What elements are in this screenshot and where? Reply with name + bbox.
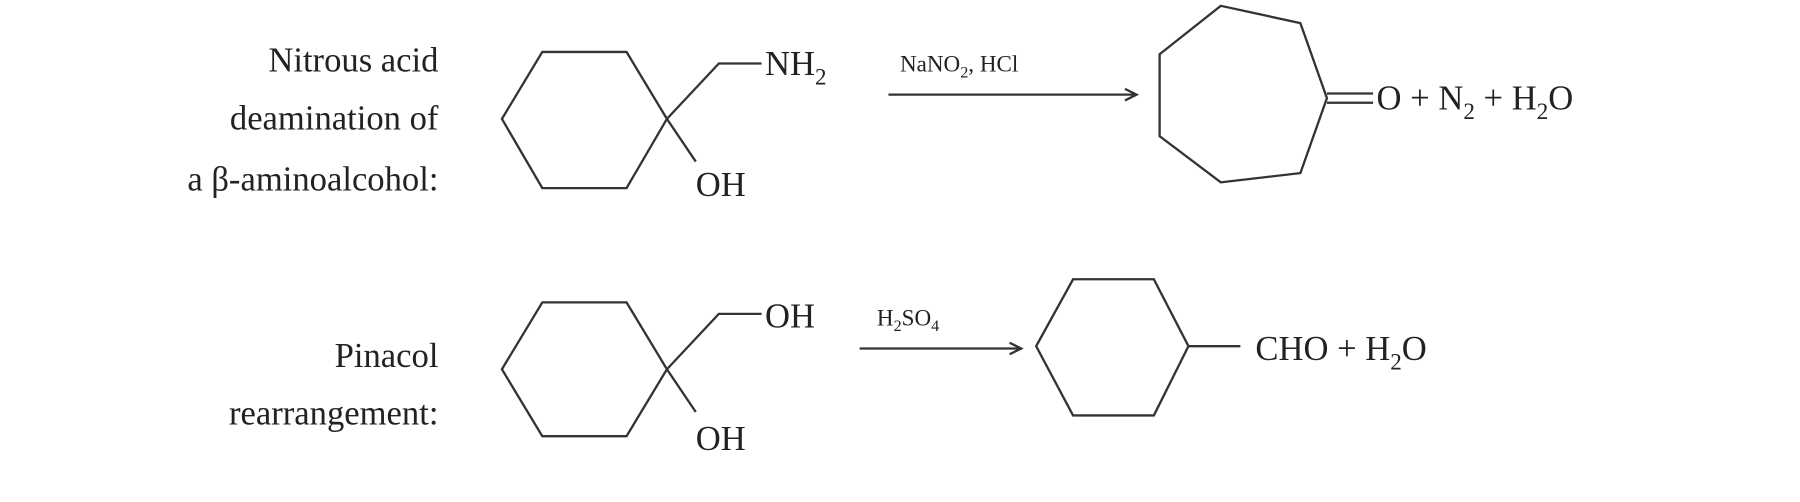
reaction-pinacol: Pinacol rearrangement: OH OH H2SO4 CHO +… <box>229 278 1427 458</box>
product-formula: CHO + H2O <box>1255 330 1426 374</box>
cyclohexane-ring <box>500 301 669 438</box>
ch2-bond <box>666 62 762 120</box>
product-formula: O + N2 + H2O <box>1377 80 1574 124</box>
amine-group: NH2 <box>765 45 827 89</box>
ch2-bond <box>666 312 762 371</box>
label-line: a β-aminoalcohol: <box>187 160 438 198</box>
arrow-head <box>1124 87 1140 102</box>
cyclohexane-ring <box>500 50 669 190</box>
label-line: Nitrous acid <box>268 42 438 80</box>
label-line: deamination of <box>230 99 439 137</box>
hydroxyl-group: OH <box>696 166 746 204</box>
hydroxyl-group-top: OH <box>765 298 815 336</box>
label-line: rearrangement: <box>229 395 438 433</box>
label-line: Pinacol <box>335 337 439 375</box>
hydroxyl-group-bottom: OH <box>696 420 746 458</box>
arrow-head <box>1009 341 1024 356</box>
cyclohexane-ring <box>1034 278 1190 417</box>
reagent-label: NaNO2, HCl <box>900 51 1018 82</box>
cycloheptane-ring <box>1158 4 1329 184</box>
oh-bond <box>665 118 697 163</box>
oh-bond <box>665 368 697 413</box>
reaction-deamination: Nitrous acid deamination of a β-aminoalc… <box>187 4 1574 204</box>
reagent-label: H2SO4 <box>877 304 939 335</box>
